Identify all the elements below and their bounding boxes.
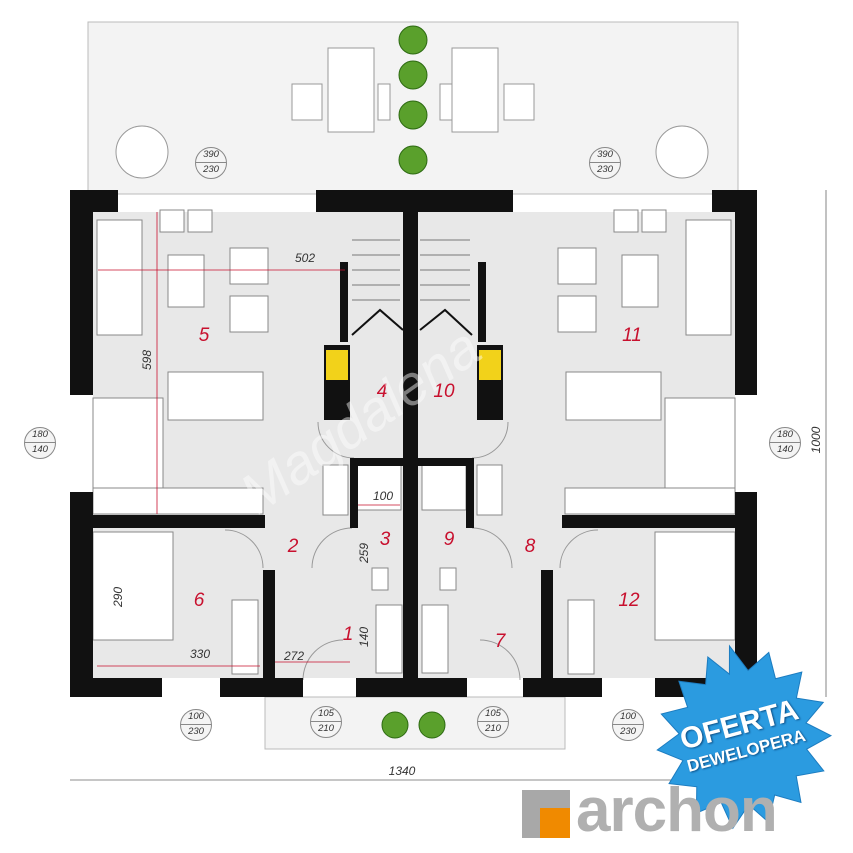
dimension-label: 1000 (809, 426, 823, 454)
dimension-label: 272 (283, 649, 305, 663)
room-number: 1 (342, 624, 354, 645)
dimension-lines (97, 212, 400, 667)
room-number: 12 (618, 590, 640, 611)
room-number: 3 (379, 529, 391, 550)
dimension-label: 140 (357, 626, 371, 648)
dimension-label: 502 (294, 251, 316, 265)
archon-logo: archon (576, 776, 778, 845)
dimension-label: 1340 (388, 764, 416, 778)
stairs (351, 239, 473, 336)
terrace-furniture (115, 47, 709, 179)
room-number: 2 (287, 536, 299, 557)
room-number: 4 (376, 381, 388, 402)
room-number: 5 (198, 325, 210, 346)
dimension-label: 100 (372, 489, 394, 503)
room-number: 11 (622, 325, 642, 346)
furniture (92, 209, 736, 675)
door-swings (224, 421, 599, 681)
offer-badge-shape (656, 644, 833, 830)
dimension-label: 290 (111, 586, 125, 608)
room-number: 10 (433, 381, 455, 402)
room-number: 7 (494, 631, 506, 652)
dimension-label: 598 (140, 349, 154, 371)
room-number: 9 (443, 529, 455, 550)
room-number: 8 (524, 536, 536, 557)
room-number: 6 (193, 590, 205, 611)
dimension-label: 259 (357, 542, 371, 564)
plants (381, 25, 446, 739)
dimension-label: 330 (189, 647, 211, 661)
